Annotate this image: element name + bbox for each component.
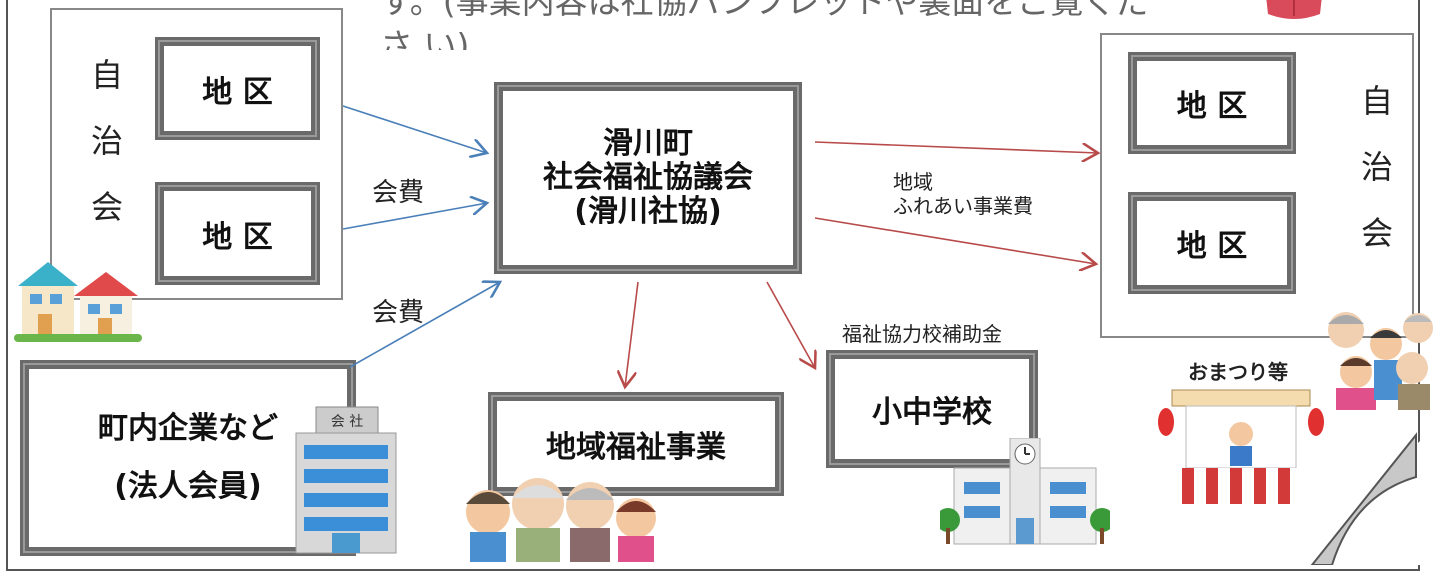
- school-box: 小中学校: [826, 350, 1038, 468]
- left-district-top: 地 区: [155, 37, 320, 140]
- left-district-bottom-label: 地 区: [202, 219, 273, 255]
- left-district-top-label: 地 区: [202, 74, 273, 110]
- council-name-line3: (滑川社協): [574, 194, 722, 229]
- family-group-icon: [1322, 302, 1434, 416]
- community-label-line1: 地域: [893, 170, 933, 194]
- right-association-label: 自治会: [1356, 84, 1394, 282]
- festival-stall-icon: [1156, 388, 1326, 510]
- left-association-label: 自治会: [86, 58, 124, 256]
- red-clothing-icon: [1262, 0, 1326, 28]
- welfare-project-label: 地域福祉事業: [546, 430, 726, 465]
- school-building-icon: [936, 437, 1114, 550]
- elderly-group-icon: [450, 462, 660, 566]
- companies-line1: 町内企業など: [98, 411, 278, 446]
- school-label: 小中学校: [872, 395, 992, 430]
- company-sign-text: 会 社: [331, 414, 363, 430]
- council-name-line1: 滑川町: [603, 126, 693, 161]
- companies-line2: (法人会員): [114, 469, 262, 504]
- fee-label-lower: 会費: [372, 298, 425, 328]
- right-district-bottom-label: 地 区: [1176, 229, 1248, 264]
- fee-label-upper: 会費: [372, 178, 425, 208]
- intro-text: す。(事業内容は社協パンフレットや裏面をご覧くださ い): [380, 0, 1150, 50]
- right-district-top-label: 地 区: [1176, 89, 1248, 124]
- school-subsidy-label: 福祉協力校補助金: [842, 322, 1002, 346]
- page-curl-icon: [1296, 425, 1436, 565]
- company-building-icon: 会 社: [292, 405, 400, 559]
- council-name-line2: 社会福祉協議会: [543, 160, 753, 195]
- houses-icon: [12, 260, 144, 348]
- festival-label: おまつり等: [1188, 360, 1288, 384]
- right-district-top: 地 区: [1128, 52, 1296, 154]
- right-district-bottom: 地 区: [1128, 192, 1296, 294]
- council-box: 滑川町 社会福祉協議会 (滑川社協): [494, 82, 802, 274]
- community-label-line2: ふれあい事業費: [893, 194, 1033, 218]
- left-district-bottom: 地 区: [155, 182, 320, 285]
